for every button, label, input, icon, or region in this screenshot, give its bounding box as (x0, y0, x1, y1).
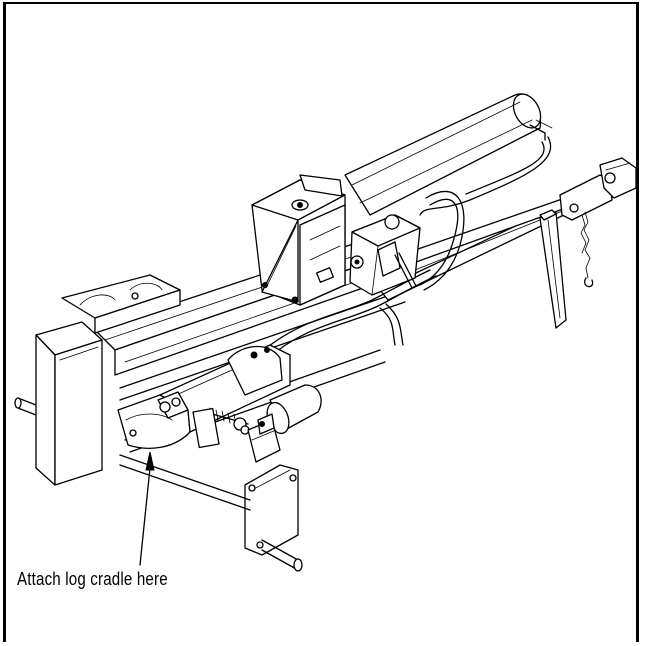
control-valve (349, 190, 465, 296)
cradle-carriage (117, 344, 291, 449)
tow-tongue (371, 157, 637, 329)
callout-arrow (139, 451, 155, 566)
axle-bracket (119, 454, 303, 572)
wedge-assembly (251, 174, 346, 306)
motor (247, 384, 322, 463)
end-plate (14, 321, 103, 486)
hydraulic-cylinder (344, 93, 553, 216)
hydraulic-hose-upper (419, 136, 552, 216)
log-cradle-plate (61, 274, 181, 334)
callout-label: Attach log cradle here (17, 569, 168, 589)
